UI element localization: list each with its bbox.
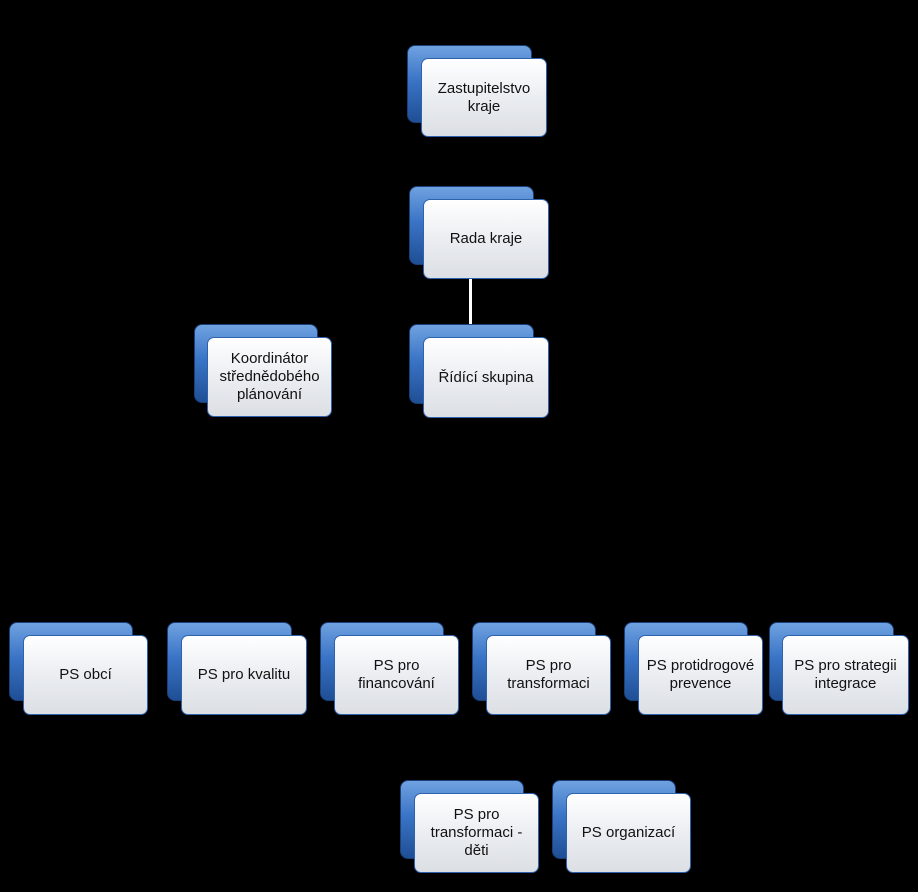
node-label: Zastupitelstvo kraje [421,58,547,137]
node-ps-pro-transformaci[interactable]: PS pro transformaci [472,622,611,715]
node-label: PS pro transformaci - děti [414,793,539,873]
node-ridici-skupina[interactable]: Řídící skupina [409,324,549,418]
node-label: PS organizací [566,793,691,873]
connector-rada-ridici [469,266,472,324]
node-label: PS protidrogové prevence [638,635,763,715]
node-label: PS pro strategii integrace [782,635,909,715]
node-label: PS pro financování [334,635,459,715]
node-koordinator[interactable]: Koordinátor střednědobého plánování [194,324,332,417]
node-label: PS pro kvalitu [181,635,307,715]
node-ps-obci[interactable]: PS obcí [9,622,148,715]
node-ps-organizaci[interactable]: PS organizací [552,780,691,873]
node-label: Koordinátor střednědobého plánování [207,337,332,417]
node-zastupitelstvo-kraje[interactable]: Zastupitelstvo kraje [407,45,547,137]
node-label: Rada kraje [423,199,549,279]
node-label: PS obcí [23,635,148,715]
node-ps-pro-financovani[interactable]: PS pro financování [320,622,459,715]
node-ps-pro-kvalitu[interactable]: PS pro kvalitu [167,622,307,715]
node-label: PS pro transformaci [486,635,611,715]
node-rada-kraje[interactable]: Rada kraje [409,186,549,279]
node-ps-pro-strategii-integrace[interactable]: PS pro strategii integrace [769,622,909,715]
node-ps-protidrogove-prevence[interactable]: PS protidrogové prevence [624,622,763,715]
node-ps-pro-transformaci-deti[interactable]: PS pro transformaci - děti [400,780,539,873]
node-label: Řídící skupina [423,337,549,418]
